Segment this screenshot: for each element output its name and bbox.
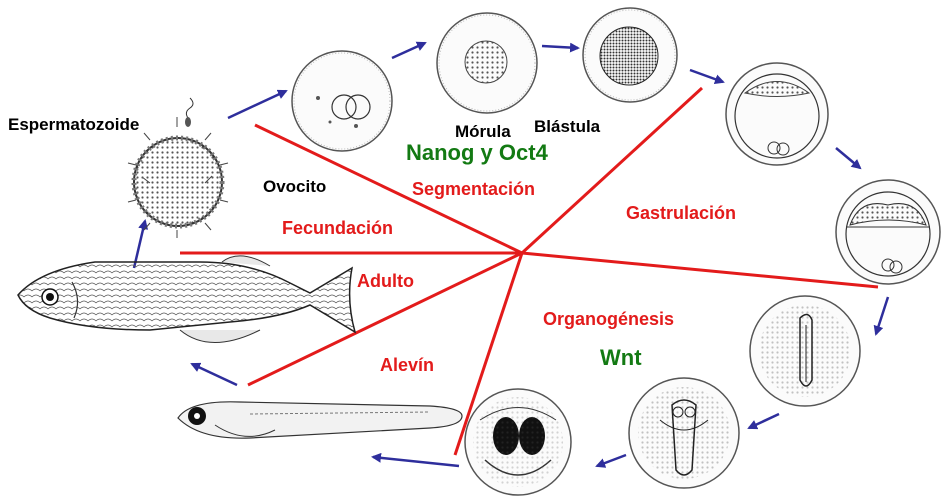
label-gastrulacion: Gastrulación <box>626 204 736 222</box>
blastula-drawing <box>583 8 677 102</box>
label-adulto: Adulto <box>357 272 414 290</box>
late-gastrula-drawing <box>836 180 940 284</box>
oocyte-drawing <box>128 98 228 238</box>
organogenesis-embryo-drawing-1 <box>750 296 860 406</box>
larva-drawing <box>178 402 462 438</box>
hatching-embryo-drawing <box>465 389 571 495</box>
label-wnt: Wnt <box>600 347 642 369</box>
label-alevin: Alevín <box>380 356 434 374</box>
morula-drawing <box>437 13 537 113</box>
label-nanog-oct4: Nanog y Oct4 <box>406 142 548 164</box>
label-organogenesis: Organogénesis <box>543 310 674 328</box>
label-segmentacion: Segmentación <box>412 180 535 198</box>
label-fecundacion: Fecundación <box>282 219 393 237</box>
early-gastrula-drawing <box>726 63 828 165</box>
two-cell-embryo-drawing <box>292 51 392 151</box>
organogenesis-embryo-drawing-2 <box>629 378 739 488</box>
label-espermatozoide: Espermatozoide <box>8 116 139 133</box>
label-blastula: Blástula <box>534 118 600 135</box>
adult-fish-drawing <box>18 256 355 343</box>
label-morula: Mórula <box>455 123 511 140</box>
label-ovocito: Ovocito <box>263 178 326 195</box>
